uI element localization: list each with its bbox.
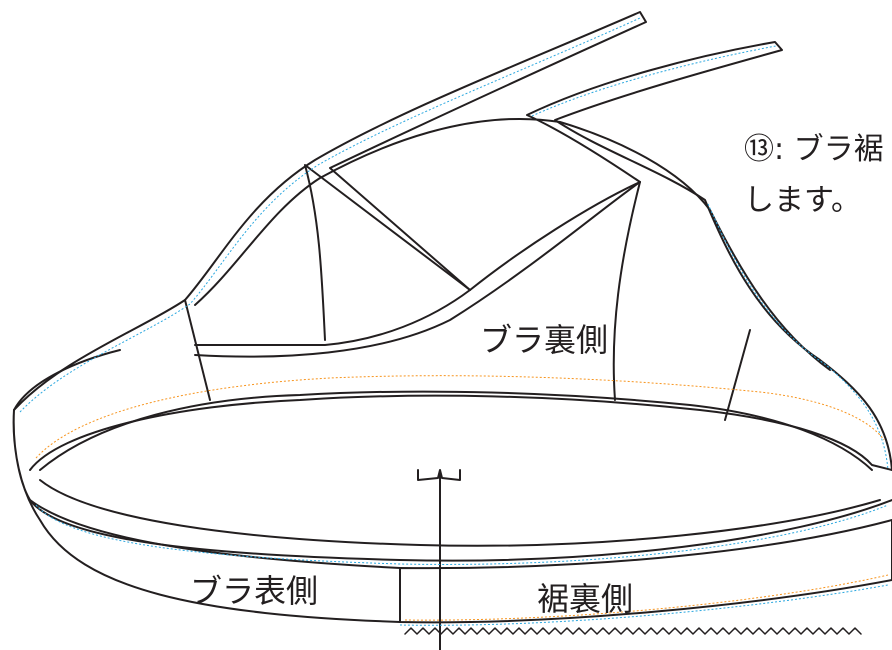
label-bra-outer: ブラ表側 (190, 572, 319, 610)
strap-inner-line (194, 118, 831, 371)
bra-body-outline (13, 11, 892, 471)
hem-band-opening-inner (39, 479, 881, 547)
orange-stitch-lower (404, 574, 889, 621)
blue-stitch-strap (19, 17, 889, 471)
right-cup-panel (612, 181, 751, 421)
orange-stitch-band (35, 375, 885, 459)
label-hem-inner: 裾裏側 (537, 580, 634, 618)
hem-band-opening (29, 394, 892, 471)
blue-stitch-band (35, 504, 889, 565)
center-gore (194, 181, 641, 358)
center-seam (417, 469, 461, 650)
instruction-line-1: ⑬: ブラ裾 (744, 132, 884, 167)
bra-inner-bottom (39, 390, 873, 471)
hem-band-inner-face (399, 519, 892, 624)
zigzag-stitch (404, 627, 862, 635)
label-bra-inner: ブラ裏側 (480, 321, 609, 359)
instruction-line-2: します。 (744, 183, 861, 218)
left-cup-panel (184, 164, 471, 401)
hem-band-top-edge (13, 349, 892, 562)
blue-stitch-lower (399, 584, 889, 626)
